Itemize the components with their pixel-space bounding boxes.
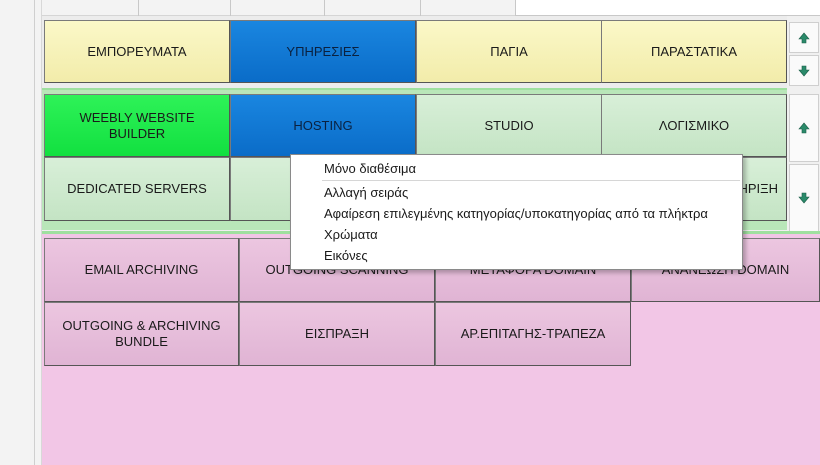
subcategory-button-weebly[interactable]: WEEBLY WEBSITE BUILDER bbox=[44, 94, 230, 157]
subcategory-button-software[interactable]: ΛΟΓΙΣΜΙΚΟ bbox=[601, 94, 787, 157]
category-panel: ΕΜΠΟΡΕΥΜΑΤΑ ΥΠΗΡΕΣΙΕΣ ΠΑΓΙΑ ΠΑΡΑΣΤΑΤΙΚΑ bbox=[42, 16, 787, 88]
items-panel: EMAIL ARCHIVING OUTGOING SCANNING ΜΕΤΑΦΟ… bbox=[42, 234, 820, 465]
left-rail bbox=[0, 0, 42, 465]
menu-item-colors[interactable]: Χρώματα bbox=[324, 227, 378, 242]
item-label: EMAIL ARCHIVING bbox=[84, 262, 199, 277]
category-label: ΠΑΡΑΣΤΑΤΙΚΑ bbox=[650, 43, 738, 59]
subcategory-button-studio[interactable]: STUDIO bbox=[416, 94, 602, 157]
toolbar-segment bbox=[230, 0, 325, 16]
menu-item-images[interactable]: Εικόνες bbox=[324, 248, 368, 263]
subcategory-scroll-up-button[interactable] bbox=[789, 94, 819, 162]
category-button-documents[interactable]: ΠΑΡΑΣΤΑΤΙΚΑ bbox=[601, 20, 787, 83]
subcategory-label: STUDIO bbox=[484, 117, 534, 133]
arrow-down-icon bbox=[798, 65, 810, 76]
category-button-merchandise[interactable]: ΕΜΠΟΡΕΥΜΑΤΑ bbox=[44, 20, 230, 83]
arrow-up-icon bbox=[798, 122, 810, 134]
menu-item-change-order[interactable]: Αλλαγή σειράς bbox=[324, 185, 409, 200]
subcategory-label: DEDICATED SERVERS bbox=[67, 181, 207, 196]
category-button-fixed-assets[interactable]: ΠΑΓΙΑ bbox=[416, 20, 602, 83]
category-scroll-up-button[interactable] bbox=[789, 22, 819, 53]
item-button-collection[interactable]: ΕΙΣΠΡΑΞΗ bbox=[239, 302, 435, 366]
category-label: ΠΑΓΙΑ bbox=[490, 43, 528, 59]
category-button-services[interactable]: ΥΠΗΡΕΣΙΕΣ bbox=[230, 20, 416, 83]
subcategory-label: WEEBLY WEBSITE BUILDER bbox=[79, 109, 195, 141]
subcategory-scroll-down-button[interactable] bbox=[789, 164, 819, 232]
item-button-outgoing-archiving-bundle[interactable]: OUTGOING & ARCHIVING BUNDLE bbox=[44, 302, 239, 366]
subcategory-label: HOSTING bbox=[293, 117, 353, 133]
context-menu: Μόνο διαθέσιμα Αλλαγή σειράς Αφαίρεση επ… bbox=[290, 154, 743, 270]
toolbar-segment bbox=[42, 0, 139, 16]
panel-separator bbox=[42, 88, 787, 91]
left-rail-divider bbox=[34, 0, 35, 465]
subcategory-button-dedicated-servers[interactable]: DEDICATED SERVERS bbox=[44, 157, 230, 221]
arrow-up-icon bbox=[798, 32, 810, 43]
item-button-email-archiving[interactable]: EMAIL ARCHIVING bbox=[44, 238, 239, 302]
arrow-down-icon bbox=[798, 192, 810, 204]
toolbar-segment bbox=[324, 0, 421, 16]
subcategory-button-hosting[interactable]: HOSTING bbox=[230, 94, 416, 157]
item-label: ΑΡ.ΕΠΙΤΑΓΗΣ-ΤΡΑΠΕΖΑ bbox=[460, 326, 606, 341]
menu-divider bbox=[322, 180, 740, 181]
menu-item-available-only[interactable]: Μόνο διαθέσιμα bbox=[324, 161, 416, 176]
category-label: ΕΜΠΟΡΕΥΜΑΤΑ bbox=[87, 43, 187, 59]
item-label: ΕΙΣΠΡΑΞΗ bbox=[305, 326, 369, 341]
top-input-field[interactable] bbox=[515, 0, 820, 16]
toolbar-segment bbox=[138, 0, 231, 16]
item-button-cheque-bank[interactable]: ΑΡ.ΕΠΙΤΑΓΗΣ-ΤΡΑΠΕΖΑ bbox=[435, 302, 631, 366]
subcategory-label: ΗΡΙΞΗ bbox=[738, 181, 778, 196]
category-scroll-down-button[interactable] bbox=[789, 55, 819, 86]
menu-item-remove-selected[interactable]: Αφαίρεση επιλεγμένης κατηγορίας/υποκατηγ… bbox=[324, 206, 708, 221]
subcategory-label: ΛΟΓΙΣΜΙΚΟ bbox=[658, 117, 730, 133]
item-label: OUTGOING & ARCHIVING BUNDLE bbox=[62, 318, 221, 349]
category-label: ΥΠΗΡΕΣΙΕΣ bbox=[286, 43, 360, 59]
